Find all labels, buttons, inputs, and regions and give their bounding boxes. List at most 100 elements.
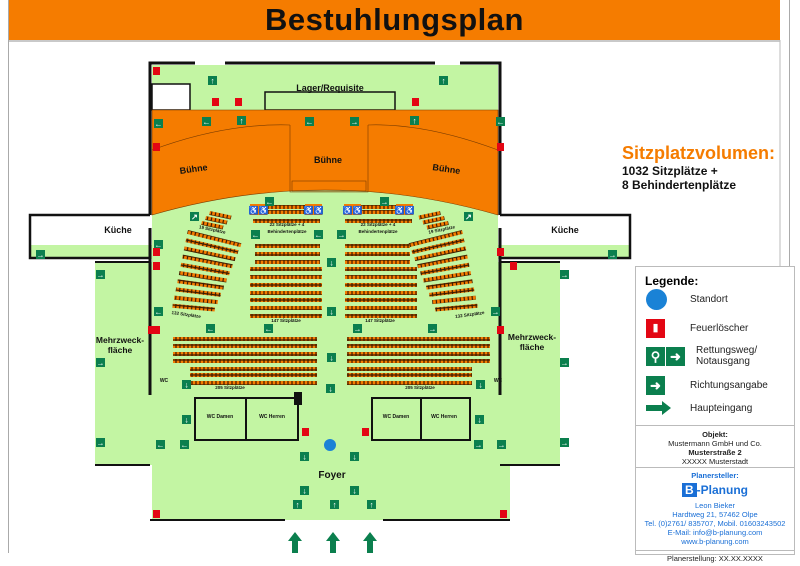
escape-route-sign-icon: ←: [496, 117, 505, 127]
fire-extinguisher-icon: [212, 98, 219, 106]
seat-row: [190, 373, 317, 377]
escape-route-sign-icon: ↑: [367, 500, 376, 510]
seat-row: [190, 367, 317, 371]
legend-item-exit: ⚲➜ Rettungsweg/ Notausgang: [646, 345, 776, 367]
main-entrance-icon: [646, 401, 671, 415]
seat-row: [255, 260, 320, 264]
svg-text:→: →: [609, 251, 617, 260]
room-multi-left-1: Mehrzweck-: [96, 335, 144, 345]
seat-row: [422, 216, 445, 225]
seat-row: [345, 306, 417, 310]
room-wc-herren-left: WC Herren: [259, 414, 285, 420]
svg-text:↓: ↓: [330, 308, 334, 317]
planner-phone: Tel. (0)2761/ 835707, Mobil. 01603243502: [644, 519, 786, 528]
svg-text:←: ←: [265, 325, 273, 334]
legend-item-extinguisher: ▮ Feuerlöscher: [646, 319, 748, 338]
stage-center-block: [289, 125, 369, 193]
room-kitchen-right: Küche: [551, 225, 579, 235]
room-wc-right: WC: [494, 378, 503, 384]
escape-route-sign-icon: →: [497, 440, 506, 450]
svg-text:←: ←: [155, 308, 163, 317]
seat-row: [411, 238, 465, 255]
escape-route-sign-icon: →: [96, 358, 105, 368]
svg-text:↓: ↓: [185, 416, 189, 425]
logo-text: -Planung: [696, 483, 748, 497]
svg-text:←: ←: [157, 441, 165, 450]
seat-row: [205, 216, 228, 225]
fire-extinguisher-icon: [302, 428, 309, 436]
svg-text:→: →: [97, 359, 105, 368]
fire-extinguisher-icon: [148, 326, 155, 334]
arrow-right-icon: ➜: [666, 346, 685, 366]
fire-extinguisher-icon: [362, 428, 369, 436]
room-multi-right-2: fläche: [520, 342, 545, 352]
direction-arrow-icon: ➜: [646, 376, 665, 395]
legend-title: Legende:: [645, 274, 699, 288]
svg-text:♿♿: ♿♿: [249, 205, 269, 215]
svg-text:↗: ↗: [191, 213, 198, 222]
seat-row: [347, 373, 472, 377]
svg-text:→: →: [97, 271, 105, 280]
fire-extinguisher-icon: [500, 510, 507, 518]
svg-text:→: →: [492, 308, 500, 317]
escape-route-sign-icon: ↑: [410, 116, 419, 126]
svg-text:→: →: [561, 439, 569, 448]
svg-text:→: →: [561, 359, 569, 368]
fire-extinguisher-icon: [497, 248, 504, 256]
escape-route-sign-icon: →: [353, 324, 362, 334]
seat-row: [345, 252, 410, 256]
fire-extinguisher-icon: [153, 326, 160, 334]
seat-rows: [172, 205, 490, 385]
seat-row: [173, 359, 317, 363]
svg-text:↓: ↓: [330, 259, 334, 268]
seat-row: [173, 344, 317, 348]
svg-text:↓: ↓: [353, 453, 357, 462]
seat-row: [250, 283, 322, 287]
seat-row: [209, 210, 232, 220]
seat-row: [417, 254, 468, 269]
seat-row: [345, 267, 417, 271]
escape-route-sign-icon: →: [428, 324, 437, 334]
fire-extinguisher-icon: [235, 98, 242, 106]
planner-email[interactable]: E-Mail: info@b-planung.com: [667, 528, 763, 537]
label-front-right-2: Behindertenplätze: [358, 229, 398, 234]
escape-route-sign-icon: →: [337, 230, 346, 240]
kitchen-right-corridor: [498, 245, 630, 259]
seat-row: [180, 262, 230, 276]
svg-text:↓: ↓: [185, 381, 189, 390]
escape-route-sign-icon: ↑: [293, 500, 302, 510]
seat-row: [426, 221, 449, 230]
seat-row: [429, 287, 475, 297]
seat-row: [178, 270, 227, 283]
label-front-left-2: Behindertenplätze: [267, 229, 307, 234]
seat-volume: Sitzplatzvolumen: 1032 Sitzplätze + 8 Be…: [622, 143, 775, 192]
wheelchair-icon: ♿♿: [304, 204, 324, 215]
seat-row: [347, 352, 490, 356]
seat-row: [253, 219, 320, 223]
seat-row: [173, 295, 218, 305]
escape-route-sign-icon: ↓: [350, 452, 359, 462]
volume-line1: 1032 Sitzplätze +: [622, 164, 718, 178]
main-entrance-arrow-icon: [326, 532, 340, 553]
escape-route-sign-icon: ↓: [350, 486, 359, 496]
seat-row: [250, 291, 322, 295]
svg-text:→: →: [37, 251, 45, 260]
fire-extinguisher-icon: [510, 262, 517, 270]
floor-plan: ♿♿♿♿♿♿♿♿ ↑↑←←↑←→↑←←→↗↗←←→↓↓←←→→↓←←→→→↓↓↓…: [28, 40, 781, 553]
seat-row: [173, 352, 317, 356]
svg-text:↑: ↑: [240, 117, 244, 126]
volume-title: Sitzplatzvolumen:: [622, 143, 776, 163]
svg-text:↓: ↓: [478, 416, 482, 425]
svg-text:↑: ↑: [442, 77, 446, 86]
svg-text:→: →: [338, 231, 346, 240]
kitchen-left-corridor: [30, 245, 152, 259]
main-entrance-arrows: [288, 532, 377, 553]
escape-route-sign-icon: →: [350, 117, 359, 127]
planner-web[interactable]: www.b-planung.com: [681, 537, 749, 546]
label-fan-right: 132 Sitzplätze: [455, 310, 485, 319]
legend: Legende: Standort ▮ Feuerlöscher ⚲➜ Rett…: [635, 266, 795, 425]
fire-extinguisher-icon: [497, 326, 504, 334]
seat-row: [255, 244, 320, 248]
escape-route-sign-icon: ↓: [327, 307, 336, 317]
seat-row: [185, 238, 239, 255]
